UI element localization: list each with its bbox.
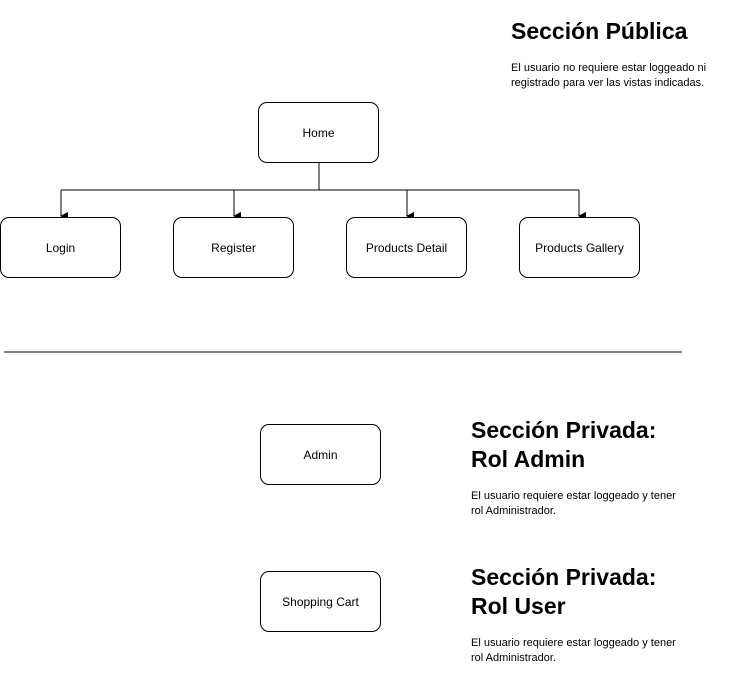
shopping-cart-node: Shopping Cart — [260, 571, 381, 632]
public-section-title: Sección Pública — [511, 18, 688, 44]
admin-section-description-line: El usuario requiere estar loggeado y ten… — [471, 490, 676, 502]
admin-section-title: Sección Privada: Rol Admin — [471, 416, 656, 474]
admin-section-title-line: Sección Privada: — [471, 417, 657, 443]
admin-section-title-line: Rol Admin — [471, 446, 586, 472]
public-section-description-line: El usuario no requiere estar loggeado ni — [511, 62, 707, 74]
user-section-description-line: El usuario requiere estar loggeado y ten… — [471, 637, 676, 649]
user-section-title-line: Sección Privada: — [471, 564, 657, 590]
user-section-description: El usuario requiere estar loggeado y ten… — [471, 636, 731, 666]
home-node: Home — [258, 102, 379, 163]
products-gallery-node: Products Gallery — [519, 217, 640, 278]
login-node: Login — [0, 217, 121, 278]
user-section-title-line: Rol User — [471, 593, 566, 619]
products-detail-node: Products Detail — [346, 217, 467, 278]
user-section-description-line: rol Administrador. — [471, 652, 556, 664]
public-section-description-line: registrado para ver las vistas indicadas… — [511, 77, 705, 89]
user-section-title: Sección Privada: Rol User — [471, 563, 656, 621]
admin-node: Admin — [260, 424, 381, 485]
public-section-description: El usuario no requiere estar loggeado ni… — [511, 61, 745, 91]
register-node: Register — [173, 217, 294, 278]
admin-section-description-line: rol Administrador. — [471, 505, 556, 517]
admin-section-description: El usuario requiere estar loggeado y ten… — [471, 489, 731, 519]
